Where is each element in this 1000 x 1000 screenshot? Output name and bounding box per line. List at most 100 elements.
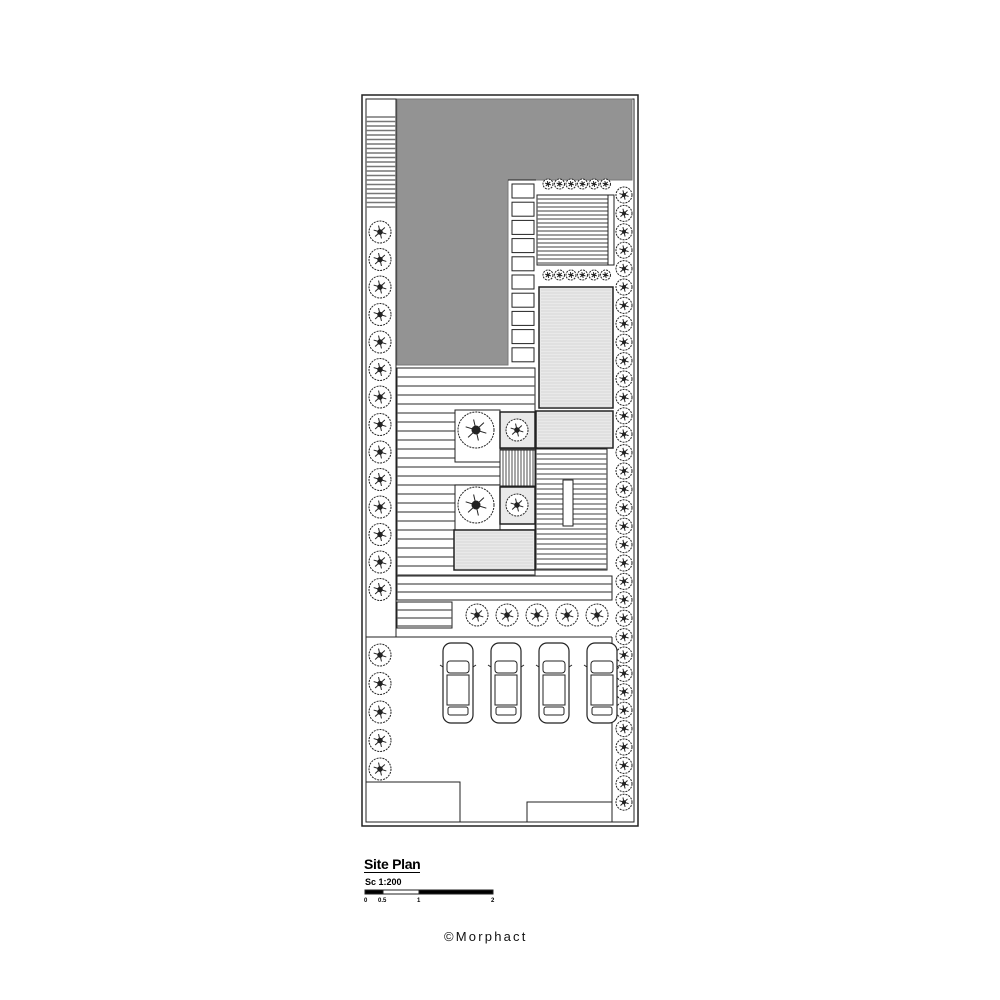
walkway bbox=[396, 575, 613, 601]
small-tree bbox=[600, 269, 611, 281]
boundary-tree-left bbox=[368, 643, 392, 667]
tree-trunk bbox=[471, 425, 481, 435]
boundary-tree bbox=[615, 388, 633, 406]
boundary-tree bbox=[615, 223, 633, 241]
car-rear-window bbox=[495, 706, 517, 716]
stepping-stone bbox=[511, 274, 535, 290]
boundary-tree bbox=[615, 480, 633, 498]
tree-trunk bbox=[622, 487, 626, 492]
boundary-tree-left bbox=[368, 220, 392, 244]
tree-trunk bbox=[377, 421, 383, 428]
hedge-tree bbox=[495, 603, 519, 627]
tree-trunk bbox=[622, 597, 626, 602]
car-roof bbox=[446, 674, 470, 706]
tree-trunk bbox=[622, 450, 626, 455]
car-windshield bbox=[494, 660, 518, 674]
small-tree bbox=[588, 178, 600, 190]
car-windshield bbox=[446, 660, 470, 674]
left-strip-landing bbox=[365, 98, 397, 118]
small-tree bbox=[542, 178, 554, 190]
boundary-tree-left bbox=[368, 757, 392, 781]
tree-trunk bbox=[604, 273, 607, 277]
gate-structure-left bbox=[365, 781, 461, 823]
tree-trunk bbox=[558, 273, 561, 277]
tree-trunk bbox=[622, 781, 626, 786]
tree-trunk bbox=[377, 311, 383, 318]
planter-tree bbox=[505, 418, 529, 442]
boundary-tree-left bbox=[368, 303, 392, 326]
tree-trunk bbox=[558, 182, 561, 186]
tree-trunk bbox=[622, 800, 626, 805]
boundary-tree-left bbox=[368, 729, 392, 752]
tree-trunk bbox=[471, 500, 481, 510]
boundary-tree bbox=[615, 701, 633, 719]
tree-trunk bbox=[474, 612, 480, 618]
car-rear-window bbox=[447, 706, 469, 716]
boundary-tree-left bbox=[368, 275, 392, 299]
stepping-stone bbox=[511, 183, 535, 199]
car-mirror bbox=[472, 664, 477, 668]
boundary-tree-left bbox=[368, 440, 392, 464]
tree-trunk bbox=[622, 653, 626, 657]
tree-trunk bbox=[377, 680, 383, 687]
boundary-tree-left bbox=[368, 550, 392, 574]
small-tree bbox=[577, 178, 588, 190]
boundary-tree bbox=[615, 278, 633, 296]
boundary-tree-left bbox=[368, 330, 392, 354]
stepping-stone bbox=[511, 292, 535, 308]
tree-trunk bbox=[622, 358, 626, 363]
boundary-tree-left bbox=[368, 700, 392, 724]
tree-trunk bbox=[377, 559, 383, 565]
hedge-tree bbox=[585, 603, 609, 627]
boundary-tree bbox=[615, 204, 633, 222]
deck-edge bbox=[607, 194, 615, 266]
boundary-tree bbox=[615, 407, 633, 425]
small-tree bbox=[600, 178, 611, 190]
stepping-stone bbox=[511, 219, 535, 235]
boundary-tree bbox=[615, 720, 633, 738]
tree-trunk bbox=[622, 579, 626, 584]
boundary-tree bbox=[615, 664, 633, 682]
car-mirror bbox=[583, 664, 588, 668]
stepping-stone bbox=[511, 347, 535, 363]
boundary-tree bbox=[615, 315, 633, 333]
boundary-tree-left bbox=[368, 385, 392, 409]
car-mirror bbox=[520, 664, 525, 668]
stepping-stone bbox=[511, 310, 535, 326]
boundary-tree bbox=[615, 296, 633, 314]
tree-trunk bbox=[377, 766, 383, 772]
boundary-tree bbox=[615, 333, 633, 351]
tree-trunk bbox=[377, 394, 383, 400]
tree-trunk bbox=[592, 273, 596, 277]
parked-car bbox=[583, 642, 621, 724]
tree-trunk bbox=[546, 273, 550, 277]
tree-trunk bbox=[569, 182, 573, 186]
tree-trunk bbox=[604, 182, 607, 186]
large-tree bbox=[457, 486, 495, 524]
tree-trunk bbox=[581, 273, 584, 277]
tree-trunk bbox=[377, 229, 383, 235]
scale-bar-segment bbox=[364, 889, 384, 895]
boundary-tree bbox=[615, 444, 633, 462]
car-rear-window bbox=[543, 706, 565, 716]
paved-area-upper bbox=[538, 286, 614, 409]
boundary-tree-left bbox=[368, 495, 392, 519]
car-roof bbox=[542, 674, 566, 706]
tree-trunk bbox=[622, 285, 626, 289]
small-tree bbox=[565, 269, 577, 281]
tree-trunk bbox=[534, 612, 540, 618]
tree-trunk bbox=[594, 612, 600, 618]
scale-bar-segment bbox=[382, 889, 420, 895]
boundary-tree bbox=[615, 591, 633, 609]
tree-trunk bbox=[622, 469, 626, 473]
tree-trunk bbox=[377, 476, 383, 483]
tree-trunk bbox=[622, 524, 626, 529]
car-mirror bbox=[535, 664, 540, 668]
tree-trunk bbox=[622, 211, 626, 216]
boundary-tree-left bbox=[368, 523, 392, 546]
car-mirror bbox=[616, 664, 621, 668]
tree-trunk bbox=[622, 193, 626, 197]
car-body bbox=[442, 642, 474, 724]
tree-trunk bbox=[622, 266, 626, 271]
scale-tick-2: 2 bbox=[491, 898, 495, 904]
